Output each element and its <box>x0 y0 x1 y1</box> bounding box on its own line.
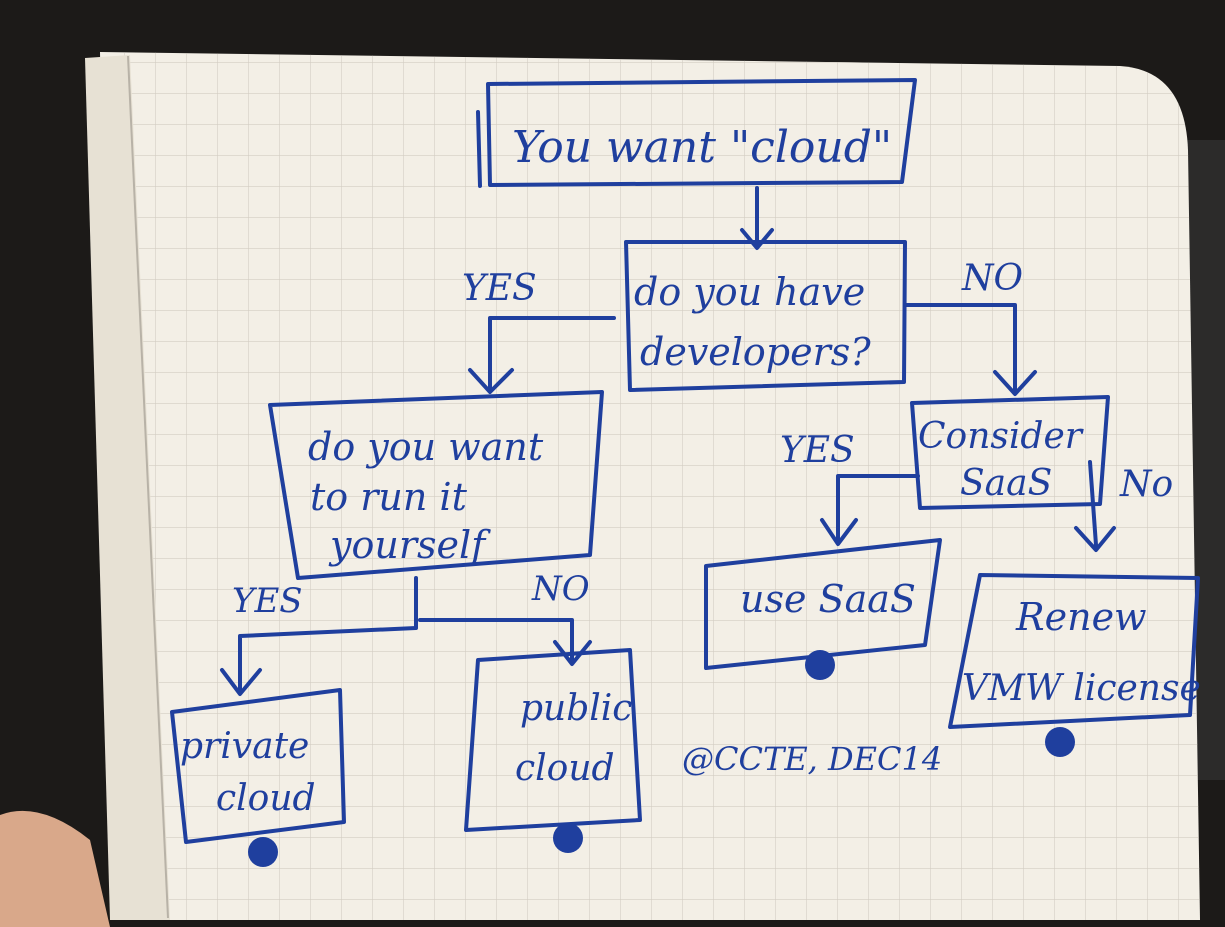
end-dot <box>1045 727 1075 757</box>
q2-line-3: yourself <box>328 523 491 567</box>
arrow-start-to-q1 <box>740 186 774 250</box>
use-saas-node: use SaaS <box>740 577 916 621</box>
private-box <box>170 688 346 844</box>
arrow-q1-no <box>904 303 1037 396</box>
private-line-1: private <box>180 726 309 767</box>
signature: @CCTE, DEC14 <box>682 740 942 778</box>
ink-strokes <box>170 78 1200 844</box>
q2-box <box>268 390 604 580</box>
label-consider-no: No <box>1119 464 1173 505</box>
start-box <box>486 78 917 187</box>
consider-line-2: SaaS <box>960 463 1052 504</box>
arrow-q1-yes <box>468 316 616 394</box>
consider-line-1: Consider <box>918 416 1084 457</box>
renew-line-1: Renew <box>1015 595 1147 639</box>
renew-line-2: VMW license <box>962 668 1201 709</box>
start-node: You want "cloud" <box>512 122 892 173</box>
q1-box <box>624 240 907 392</box>
grid-paper <box>100 52 1200 920</box>
label-q1-no: NO <box>961 258 1023 299</box>
public-line-2: cloud <box>515 748 615 789</box>
label-q2-yes: YES <box>232 581 303 621</box>
public-box <box>464 648 642 832</box>
label-consider-yes: YES <box>780 430 855 471</box>
public-line-1: public <box>520 688 632 729</box>
label-q1-yes: YES <box>462 268 537 309</box>
consider-box <box>910 395 1110 510</box>
private-line-2: cloud <box>216 778 316 819</box>
q2-line-1: do you want <box>308 425 544 469</box>
thumb <box>0 810 110 927</box>
end-dot <box>553 823 583 853</box>
renew-box <box>948 573 1200 729</box>
end-dot <box>248 837 278 867</box>
end-dots <box>248 650 1075 867</box>
notebook-binding <box>85 55 170 920</box>
q2-line-2: to run it <box>310 475 468 519</box>
arrow-q2-no <box>418 618 592 666</box>
use-saas-box <box>704 538 942 670</box>
arrow-consider-no <box>1074 460 1116 552</box>
end-dot <box>805 650 835 680</box>
q1-line-1: do you have <box>634 270 865 314</box>
arrow-consider-yes <box>820 474 920 546</box>
label-q2-no: NO <box>531 569 590 609</box>
q1-line-2: developers? <box>640 330 871 374</box>
arrow-q2-yes <box>220 576 418 696</box>
